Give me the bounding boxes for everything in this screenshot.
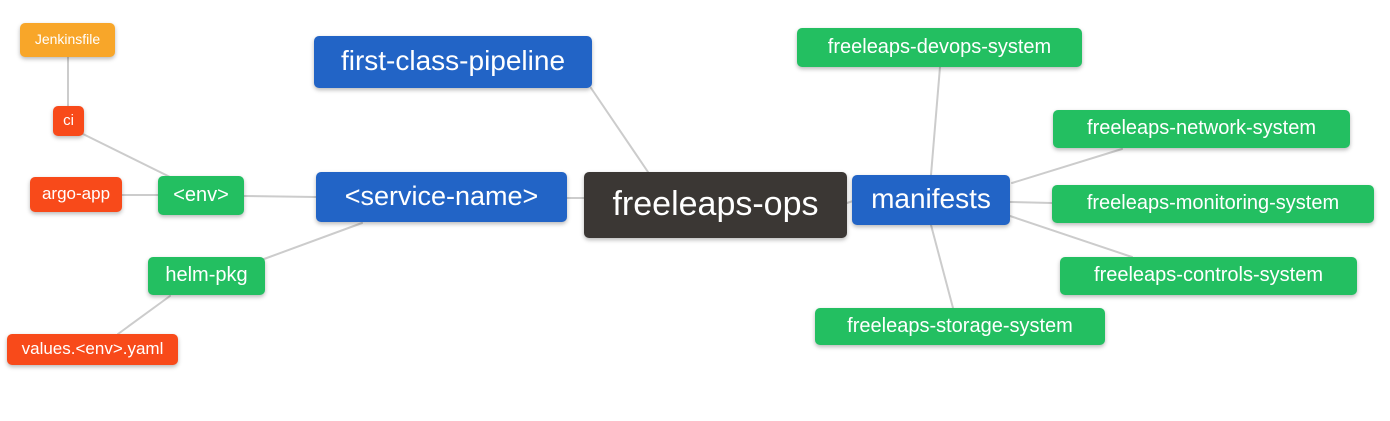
node-freeleaps-storage-system[interactable]: freeleaps-storage-system (815, 308, 1105, 345)
node-label: <env> (173, 183, 229, 206)
edge-helm-pkg-to-service-name (263, 222, 363, 260)
node-freeleaps-ops[interactable]: freeleaps-ops (584, 172, 847, 238)
edge-manifests-to-freeleaps-devops-system (930, 66, 941, 176)
node-helm-pkg[interactable]: helm-pkg (148, 257, 265, 295)
node-freeleaps-network-system[interactable]: freeleaps-network-system (1053, 110, 1350, 148)
node-label: helm-pkg (165, 264, 248, 286)
node-manifests[interactable]: manifests (852, 175, 1010, 225)
edge-env-to-service-name (243, 195, 317, 198)
node-label: argo-app (41, 184, 111, 203)
node-values-env-yaml[interactable]: values.<env>.yaml (7, 334, 178, 365)
node-first-class-pipeline[interactable]: first-class-pipeline (314, 36, 592, 88)
node-service-name[interactable]: <service-name> (316, 172, 567, 222)
node-label: freeleaps-network-system (1087, 117, 1316, 139)
node-freeleaps-monitoring-system[interactable]: freeleaps-monitoring-system (1052, 185, 1374, 223)
node-jenkinsfile[interactable]: Jenkinsfile (20, 23, 115, 57)
node-label: Jenkinsfile (34, 31, 101, 47)
node-freeleaps-devops-system[interactable]: freeleaps-devops-system (797, 28, 1082, 67)
edge-manifests-to-freeleaps-monitoring-system (1009, 201, 1053, 204)
node-label: values.<env>.yaml (21, 339, 164, 358)
node-label: manifests (871, 183, 991, 214)
node-label: freeleaps-controls-system (1094, 264, 1323, 286)
edge-ci-to-env (82, 133, 171, 178)
node-ci[interactable]: ci (53, 106, 84, 136)
node-argo-app[interactable]: argo-app (30, 177, 122, 212)
node-label: ci (63, 111, 74, 129)
node-label: freeleaps-storage-system (847, 314, 1073, 337)
edge-manifests-to-freeleaps-storage-system (930, 224, 954, 309)
edge-manifests-to-freeleaps-network-system (1011, 148, 1123, 184)
node-label: <service-name> (344, 180, 539, 211)
node-label: first-class-pipeline (340, 45, 566, 76)
node-label: freeleaps-ops (612, 185, 819, 223)
edge-first-class-pipeline-to-freeleaps-ops (590, 87, 649, 173)
node-env[interactable]: <env> (158, 176, 244, 215)
node-freeleaps-controls-system[interactable]: freeleaps-controls-system (1060, 257, 1357, 295)
node-label: freeleaps-devops-system (827, 35, 1052, 58)
edge-values-env-yaml-to-helm-pkg (117, 295, 171, 335)
node-label: freeleaps-monitoring-system (1086, 192, 1340, 214)
